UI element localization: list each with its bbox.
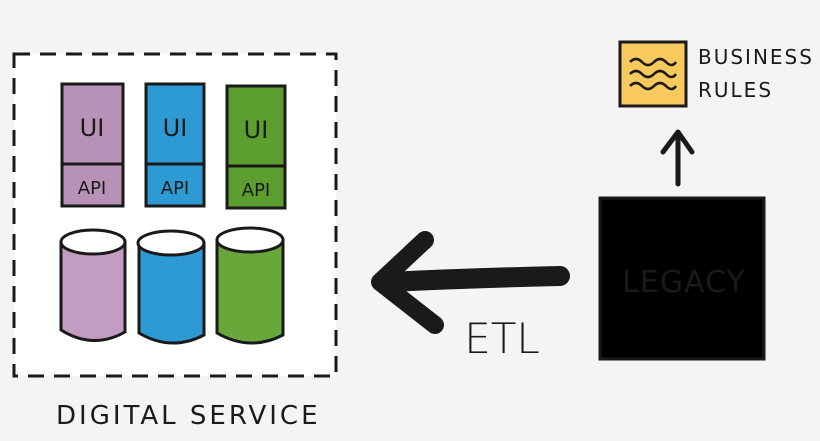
digital-service-label: Digital Service — [56, 401, 321, 431]
database-1 — [59, 228, 127, 342]
business-rules-label-line2: Rules — [698, 78, 773, 102]
database-2 — [136, 229, 206, 345]
database-3-body — [215, 238, 285, 345]
service-3-api-box — [225, 164, 287, 210]
etl-arrow — [371, 231, 570, 334]
business-rules-arrow — [660, 129, 695, 187]
service-2: UI API — [144, 82, 206, 208]
database-2-body — [137, 241, 206, 345]
wave-line-3 — [629, 81, 678, 91]
business-rules-arrow-head — [660, 129, 695, 155]
etl-label: ETL — [464, 314, 540, 363]
service-3: UI API — [225, 84, 287, 210]
database-1-body — [59, 240, 127, 342]
service-2-ui-label: UI — [163, 114, 188, 142]
database-1-top — [59, 228, 127, 256]
document-wave-icon — [618, 40, 688, 108]
etl-arrow-shaft — [378, 266, 570, 292]
service-2-api-box — [144, 162, 206, 208]
service-1-api-box — [60, 162, 125, 208]
etl-arrow-head — [371, 231, 444, 334]
service-3-ui-label: UI — [244, 116, 269, 144]
service-1-ui-label: UI — [80, 114, 105, 142]
wave-line-2 — [629, 69, 678, 79]
service-1-api-label: API — [78, 178, 106, 199]
service-3-api-label: API — [242, 180, 270, 201]
service-1-ui-box — [60, 82, 125, 166]
database-3-top — [215, 226, 285, 254]
service-1: UI API — [60, 82, 125, 208]
business-rules-label-line1: Business — [698, 45, 814, 69]
database-3 — [215, 226, 285, 345]
legacy-box — [598, 196, 766, 361]
service-2-api-label: API — [161, 178, 189, 199]
wave-line-1 — [629, 57, 678, 67]
service-2-ui-box — [144, 82, 206, 166]
service-3-ui-box — [225, 84, 287, 168]
legacy-label: Legacy — [622, 265, 746, 300]
database-2-top — [136, 229, 206, 257]
